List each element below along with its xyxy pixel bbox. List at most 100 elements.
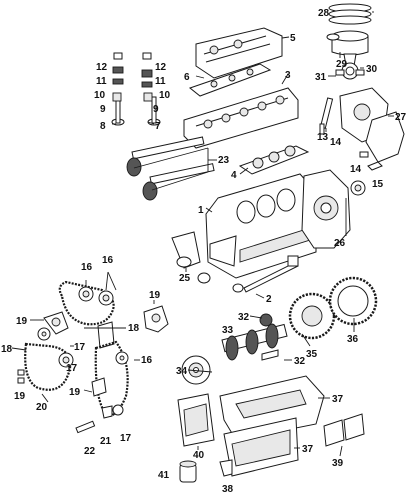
crank-sprocket [58,352,74,368]
callout-18-a: 18 [128,323,140,334]
callout-25: 25 [179,273,191,284]
callout-31: 31 [315,72,327,83]
harmonic-balancer [181,355,211,385]
oil-pan-upper [219,375,325,441]
tensioner-upper [43,311,69,335]
callout-17-a: 17 [74,342,86,353]
cam-sprockets [78,286,114,306]
callout-32-b: 32 [294,356,306,367]
callout-32-a: 32 [238,312,250,323]
callout-38: 38 [222,484,234,495]
valve-springs-left [112,52,124,102]
callout-12-left: 12 [96,62,108,73]
callout-2: 2 [266,294,272,305]
callout-16-b: 16 [102,255,114,266]
valve-cover-gasket [188,63,272,97]
callout-39: 39 [332,458,344,469]
callout-17-c: 17 [120,433,132,444]
leader-lines [11,11,394,457]
callout-5: 5 [290,33,296,44]
valve-springs-right [141,52,153,102]
ring-gear [328,276,378,326]
callout-8: 8 [100,121,106,132]
callout-6: 6 [184,72,190,83]
callout-3: 3 [285,70,291,81]
valve-cover [195,27,283,79]
oil-pan-lower [223,417,299,477]
callout-10-left: 10 [94,90,106,101]
timing-chain-upper [58,280,115,326]
callout-9-right: 9 [153,104,159,115]
callout-29: 29 [336,59,348,70]
plug-24b [232,283,244,293]
callout-37-b: 37 [302,444,314,455]
oil-filter-41 [179,460,197,483]
callout-labels: 1 2 3 4 5 6 7 8 9 9 10 10 11 11 12 12 13… [1,8,407,495]
engine-block [205,173,317,279]
callout-13: 13 [317,132,329,143]
callout-19-d: 19 [69,387,81,398]
bolts-19-left [17,369,25,384]
callout-40: 40 [193,450,205,461]
idler-17 [37,327,51,341]
gaskets-39 [323,413,365,447]
callout-36: 36 [347,334,359,345]
head-gasket [238,145,310,175]
bolt-15 [367,161,383,171]
callout-37-a: 37 [332,394,344,405]
callout-7: 7 [155,121,161,132]
rear-main-cover [301,169,351,249]
rear-seal [350,180,366,196]
oil-pump [177,393,215,447]
callout-1: 1 [198,205,204,216]
callout-41: 41 [158,470,170,481]
callout-19-c: 19 [14,391,26,402]
callout-4: 4 [231,170,237,181]
callout-10-right: 10 [159,90,171,101]
callout-35: 35 [306,349,318,360]
callout-17-b: 17 [66,363,78,374]
callout-12-right: 12 [155,62,167,73]
callout-23: 23 [218,155,230,166]
callout-30: 30 [366,64,378,75]
oil-pickup-38 [219,459,233,477]
piston [326,30,369,56]
callout-27: 27 [395,112,407,123]
thrust-washer [261,349,279,361]
flexplate [288,292,336,340]
plug-24a [197,272,211,284]
callout-16-a: 16 [81,262,93,273]
callout-15: 15 [372,179,384,190]
bracket-19-right [143,305,169,333]
callout-33: 33 [222,325,234,336]
timing-chain-lower [24,342,72,391]
crankshaft [221,323,288,361]
guide-18 [97,321,115,349]
oil-level-tube [243,255,299,293]
callout-16-c: 16 [141,355,153,366]
callout-28: 28 [318,8,330,19]
piston-rings [328,3,372,25]
callout-14-b: 14 [350,164,362,175]
cylinder-head [183,87,299,149]
callout-11-left: 11 [96,76,107,87]
guide-small [101,404,124,419]
rod-bolts [335,69,365,76]
tensioner-19 [91,377,107,397]
callout-22: 22 [84,446,96,457]
callout-21: 21 [100,436,112,447]
callout-19-a: 19 [16,316,28,327]
callout-19-b: 19 [149,290,161,301]
callout-26: 26 [334,238,346,249]
dowel-pins [319,123,369,158]
crank-gear [259,313,273,327]
callout-20: 20 [36,402,48,413]
housing-25 [171,231,201,269]
tensioner-piston-22 [75,420,96,434]
callout-34: 34 [176,366,188,377]
callout-9-left: 9 [100,104,106,115]
idler-16-lower [115,351,129,365]
callout-11-right: 11 [155,76,166,87]
camshafts [126,136,215,201]
